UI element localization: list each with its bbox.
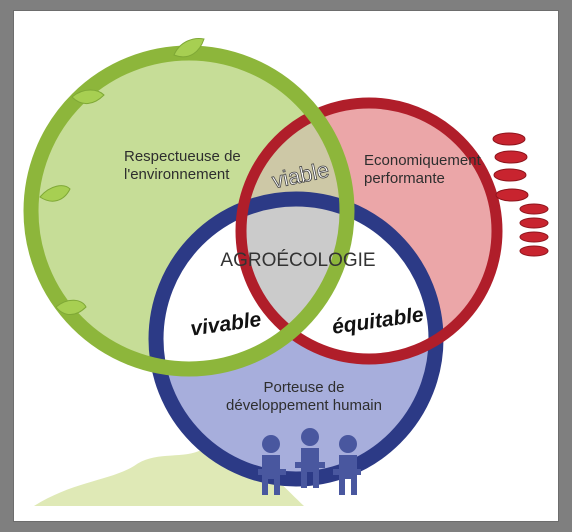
environment-label-line2: l'environnement bbox=[124, 166, 230, 183]
leaf-icon-group bbox=[39, 38, 205, 315]
leaf-icon bbox=[55, 299, 87, 315]
economy-label-line2: performante bbox=[364, 170, 445, 187]
leaf-icon bbox=[173, 38, 205, 58]
leaf-icon bbox=[39, 185, 71, 202]
agroecology-venn-diagram: Respectueuse de l'environnement Economiq… bbox=[23, 38, 549, 506]
coin-stack-icon bbox=[492, 132, 549, 257]
center-title: AGROÉCOLOGIE bbox=[220, 250, 375, 271]
economy-label-line1: Economiquement bbox=[364, 152, 482, 169]
people-holding-hands-icon bbox=[258, 428, 361, 495]
economy-ring bbox=[235, 97, 503, 365]
leaf-icon bbox=[71, 89, 105, 104]
social-label-line1: Porteuse de bbox=[264, 379, 345, 396]
image-frame: Respectueuse de l'environnement Economiq… bbox=[14, 11, 558, 521]
environment-label-line1: Respectueuse de bbox=[124, 148, 241, 165]
social-label-line2: développement humain bbox=[226, 397, 382, 414]
